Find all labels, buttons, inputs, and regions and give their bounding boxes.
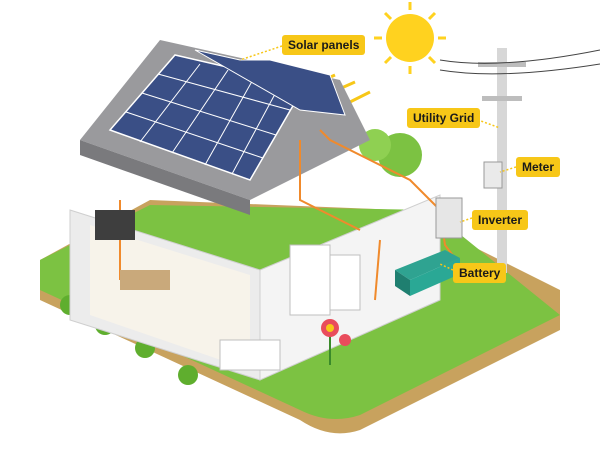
sun-icon <box>374 2 446 74</box>
utility-pole-icon <box>439 48 600 273</box>
utility-grid-label: Utility Grid <box>407 108 481 128</box>
solar-panel-array <box>108 49 346 181</box>
battery-label: Battery <box>453 263 507 283</box>
bush <box>178 365 198 385</box>
interior-appliances <box>95 210 361 371</box>
meter-box <box>483 161 503 189</box>
inverter-label: Inverter <box>472 210 529 230</box>
battery-pack <box>395 250 460 296</box>
wiring <box>119 129 461 301</box>
solar-panels-label: Solar panels <box>282 35 366 55</box>
inverter-box <box>435 197 463 239</box>
meter-label: Meter <box>516 157 561 177</box>
flower-icon <box>321 319 351 365</box>
